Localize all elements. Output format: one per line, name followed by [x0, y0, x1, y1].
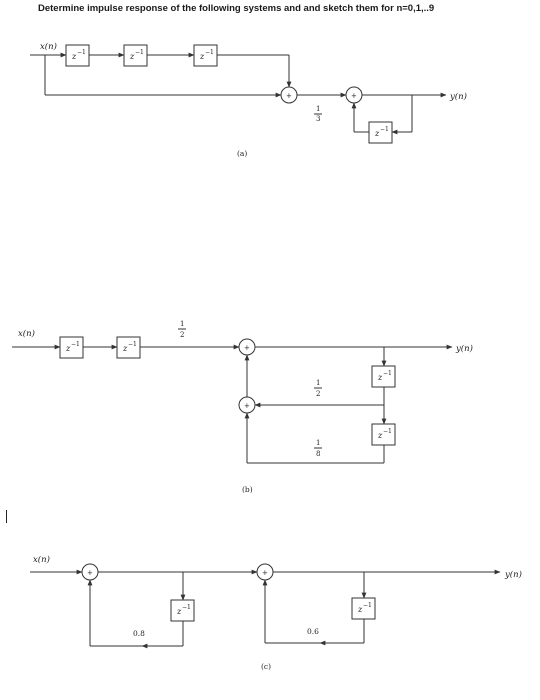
diagram-a-output-label: y(n) — [449, 91, 467, 102]
text-cursor — [6, 510, 7, 523]
diagram-b-gain-fb2-num: 1 — [316, 439, 320, 447]
delay-b-2-base: z — [122, 344, 128, 353]
delay-b-fb1-base: z — [377, 373, 383, 382]
diagram-b-gain-in-den: 2 — [180, 331, 184, 339]
delay-a-fb-base: z — [374, 129, 380, 138]
delay-b-fb2-base: z — [377, 431, 383, 440]
diagram-c-output-label: y(n) — [504, 569, 522, 580]
adder-a-1-sign: + — [286, 92, 292, 100]
diagram-a-gain-num: 1 — [316, 105, 320, 113]
delay-b-1-base: z — [65, 344, 71, 353]
delay-b-1-exp: −1 — [71, 341, 80, 348]
diagram-a-gain-den: 3 — [316, 115, 320, 123]
delay-a-2-base: z — [129, 52, 135, 61]
delay-b-2-exp: −1 — [128, 341, 137, 348]
delay-a-1-exp: −1 — [77, 49, 86, 56]
delay-a-1-base: z — [71, 52, 77, 61]
delay-c-1-exp: −1 — [182, 604, 191, 611]
diagram-c-label: (c) — [261, 662, 271, 671]
diagram-b-input-label: x(n) — [18, 328, 35, 339]
diagram-b: x(n) z −1 z −1 1 2 + y(n) z −1 z −1 1 2 — [12, 320, 473, 494]
diagram-b-output-label: y(n) — [455, 343, 473, 354]
delay-c-2-base: z — [357, 605, 363, 614]
diagram-c: x(n) + z −1 0.8 + y(n) z −1 0.6 (c) — [30, 554, 522, 671]
diagram-c-gain-1: 0.8 — [133, 629, 145, 638]
diagram-b-gain-in-num: 1 — [180, 320, 184, 328]
delay-c-2-exp: −1 — [363, 602, 372, 609]
diagram-b-label: (b) — [242, 485, 253, 494]
delay-b-fb2-exp: −1 — [383, 428, 392, 435]
diagram-a-label: (a) — [237, 149, 247, 158]
question-title: Determine impulse response of the follow… — [38, 3, 435, 14]
adder-b-bottom-sign: + — [244, 402, 250, 410]
diagram-b-gain-fb1-num: 1 — [316, 379, 320, 387]
diagram-a-input-label: x(n) — [40, 41, 57, 52]
adder-b-top-sign: + — [244, 344, 250, 352]
adder-a-2-sign: + — [351, 92, 357, 100]
delay-a-fb-exp: −1 — [380, 126, 389, 133]
diagram-b-gain-fb2-den: 8 — [316, 450, 320, 458]
delay-a-3-base: z — [199, 52, 205, 61]
delay-c-1-base: z — [176, 607, 182, 616]
delay-a-2-exp: −1 — [135, 49, 144, 56]
delay-b-fb1-exp: −1 — [383, 370, 392, 377]
delay-a-3-exp: −1 — [205, 49, 214, 56]
diagram-b-gain-fb1-den: 2 — [316, 390, 320, 398]
diagram-c-gain-2: 0.6 — [307, 627, 319, 636]
diagram-a: x(n) z −1 z −1 z −1 + 1 3 + y(n) — [30, 41, 467, 158]
adder-c-2-sign: + — [262, 569, 268, 577]
diagram-c-input-label: x(n) — [33, 554, 50, 565]
adder-c-1-sign: + — [87, 569, 93, 577]
